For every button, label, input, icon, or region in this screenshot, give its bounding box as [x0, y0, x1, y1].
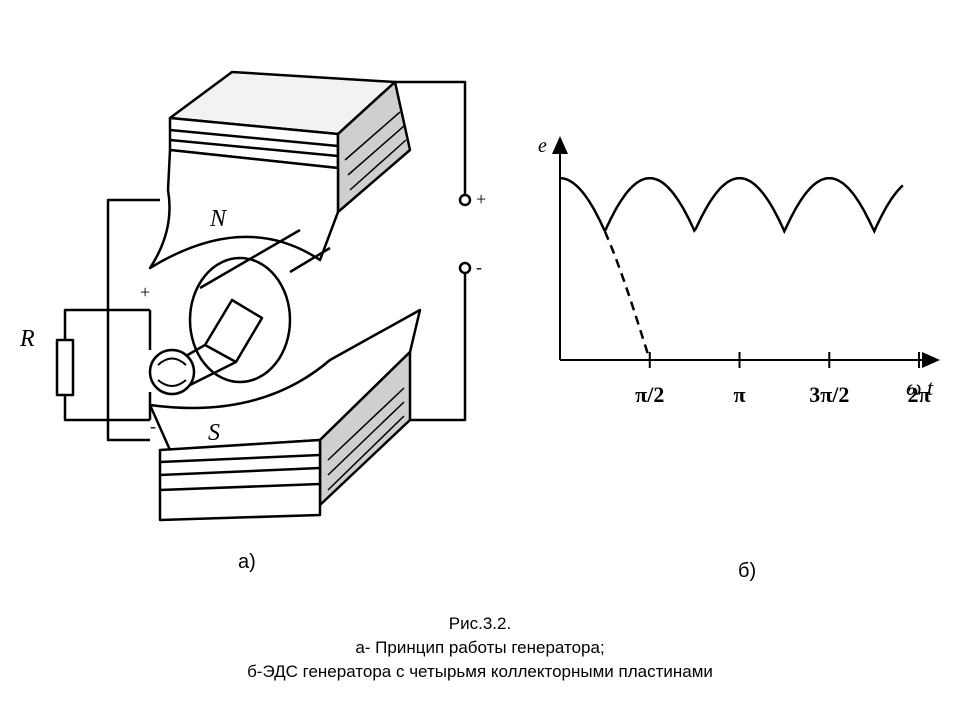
caption-line-b: б-ЭДС генератора с четырьмя коллекторным… [247, 662, 713, 681]
south-pole-shoe [148, 308, 422, 452]
x-axis-label: ω t [906, 375, 934, 400]
figure-caption: Рис.3.2. а- Принцип работы генератора; б… [0, 612, 960, 684]
field-wire-top [395, 80, 467, 195]
terminal-minus [458, 261, 472, 275]
series-solid-line [560, 176, 904, 235]
caption-title: Рис.3.2. [448, 614, 512, 633]
south-pole-front-plates [158, 438, 322, 522]
y-axis-label: e [538, 135, 547, 157]
emf-chart: e ω t π/2 π 3π/2 2π [538, 135, 940, 407]
figure-b-label: б) [738, 560, 757, 582]
brush-plus-label: + [140, 282, 150, 302]
south-pole-label: S [208, 420, 220, 446]
x-tick-label: π [733, 382, 745, 407]
caption-line-a: а- Принцип работы генератора; [355, 638, 605, 657]
terminal-plus-label: + [476, 189, 486, 209]
terminal-minus-label: - [476, 257, 482, 277]
field-wire-bottom [410, 273, 467, 422]
generator-diagram: N S R + - + - [19, 70, 486, 522]
x-tick-label: 2π [908, 382, 931, 407]
brush-minus-label: - [150, 416, 156, 436]
series-dashed-line [603, 230, 651, 361]
north-pole-shoe [148, 148, 340, 270]
terminal-plus [458, 193, 472, 207]
x-tick-label: 3π/2 [809, 382, 849, 407]
north-pole-label: N [209, 206, 228, 232]
resistor-label: R [19, 326, 35, 352]
armature-coil [203, 298, 264, 364]
commutator [148, 348, 196, 396]
resistor [55, 338, 75, 397]
figure-a-label: а) [238, 551, 256, 573]
external-circuit [106, 198, 160, 442]
x-tick-label: π/2 [635, 382, 664, 407]
